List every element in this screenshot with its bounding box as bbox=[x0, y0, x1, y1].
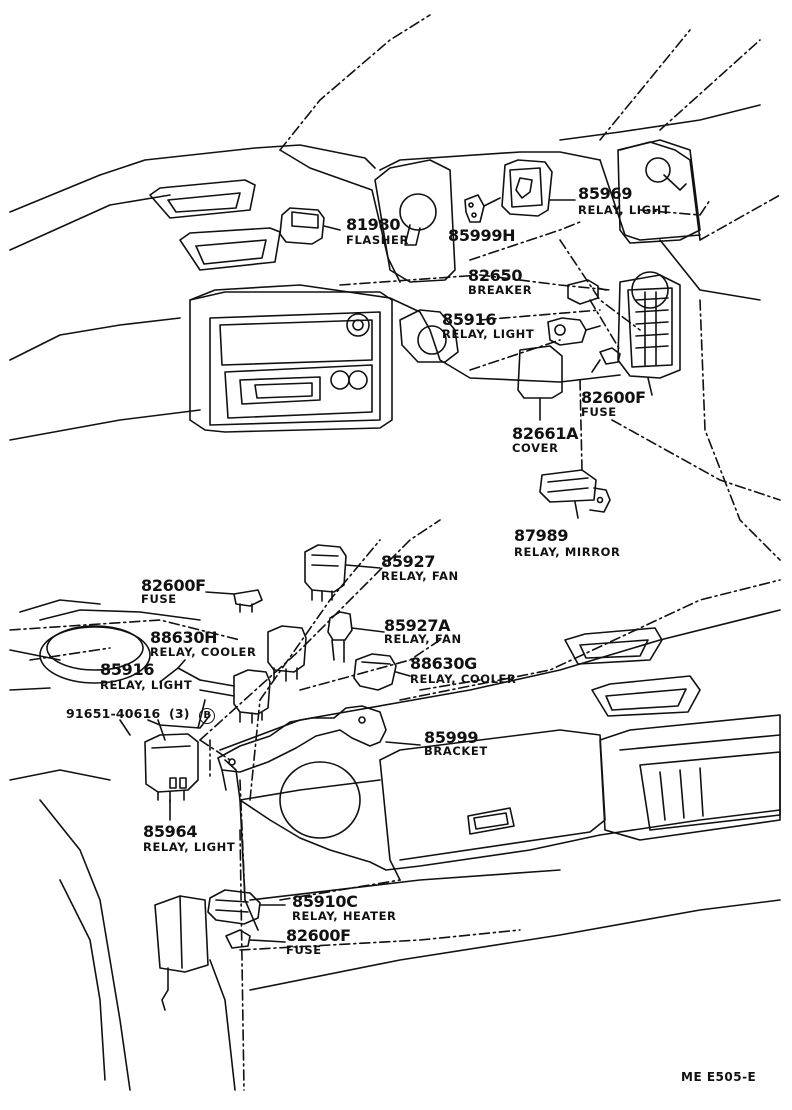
part-number-85969: 85969 bbox=[578, 184, 633, 203]
part-desc-88630g: RELAY, COOLER bbox=[410, 672, 517, 686]
part-desc-82661a: COVER bbox=[512, 441, 559, 455]
part-desc-88630h: RELAY, COOLER bbox=[150, 645, 257, 659]
part-desc-85969: RELAY, LIGHT bbox=[578, 203, 671, 217]
relay-85969 bbox=[501, 159, 576, 217]
relay-85916-upper bbox=[547, 317, 601, 346]
part-number-82661a: 82661A bbox=[512, 424, 579, 443]
left-side-relay-box bbox=[154, 895, 209, 1011]
part-desc-85927a: RELAY, FAN bbox=[384, 632, 462, 646]
diagram-code: ME E505-E bbox=[681, 1070, 757, 1084]
part-number-82650: 82650 bbox=[468, 266, 523, 285]
part-number-82600f-upper: 82600F bbox=[581, 388, 646, 407]
part-desc-85916-upper: RELAY, LIGHT bbox=[442, 327, 535, 341]
column-centerlines-lower bbox=[9, 519, 781, 1091]
relay-85910c bbox=[207, 889, 286, 925]
part-number-85964: 85964 bbox=[143, 822, 198, 841]
relay-85927 bbox=[304, 544, 381, 602]
left-gauge-lower bbox=[19, 599, 151, 684]
relay-88630g bbox=[353, 653, 411, 691]
radio-panel bbox=[189, 291, 393, 433]
part-desc-85999: BRACKET bbox=[424, 744, 488, 758]
part-number-88630h: 88630H bbox=[150, 628, 218, 647]
column-centerlines-upper bbox=[279, 14, 781, 561]
part-number-82600f-lower-left: 82600F bbox=[141, 576, 206, 595]
part-qty-91651-40616: (3) bbox=[168, 706, 190, 721]
fuse-block-upper bbox=[617, 271, 681, 396]
cover-82661a bbox=[517, 345, 563, 421]
part-number-87989: 87989 bbox=[514, 526, 569, 545]
part-desc-85964: RELAY, LIGHT bbox=[143, 840, 236, 854]
relay-88630h bbox=[267, 625, 307, 682]
bracket-85999h bbox=[464, 194, 501, 223]
relay-85916-lower bbox=[199, 669, 271, 724]
part-number-85910c: 85910C bbox=[292, 892, 358, 911]
part-desc-85910c: RELAY, HEATER bbox=[292, 909, 397, 923]
part-desc-82600f-upper: FUSE bbox=[581, 405, 617, 419]
part-number-82600f-lower: 82600F bbox=[286, 926, 351, 945]
part-number-85916-lower: 85916 bbox=[100, 660, 155, 679]
part-number-85999: 85999 bbox=[424, 728, 479, 747]
fuse-82600f-lower-left bbox=[205, 589, 263, 613]
part-desc-82600f-lower-left: FUSE bbox=[141, 592, 177, 606]
part-desc-82600f-lower: FUSE bbox=[286, 943, 322, 957]
part-number-85999h: 85999H bbox=[448, 226, 516, 245]
part-desc-85927: RELAY, FAN bbox=[381, 569, 459, 583]
glove-box bbox=[239, 729, 606, 861]
air-vents-lower bbox=[564, 627, 781, 841]
right-panel-upper bbox=[617, 139, 701, 244]
fuse-82600f-lower bbox=[225, 929, 286, 949]
part-desc-85916-lower: RELAY, LIGHT bbox=[100, 678, 193, 692]
air-vents-upper bbox=[149, 179, 281, 271]
relay-mirror-87989 bbox=[539, 469, 611, 519]
part-number-88630g: 88630G bbox=[410, 654, 477, 673]
relay-85964 bbox=[144, 733, 199, 821]
part-desc-82650: BREAKER bbox=[468, 283, 533, 297]
part-number-85927a: 85927A bbox=[384, 616, 451, 635]
breaker-82650 bbox=[567, 279, 607, 305]
part-desc-81980: FLASHER bbox=[346, 233, 409, 247]
fuse-82600f-upper bbox=[591, 347, 621, 373]
reference-marker-b: B bbox=[199, 708, 216, 724]
part-number-91651-40616-text: 91651-40616 bbox=[66, 706, 161, 721]
part-desc-87989: RELAY, MIRROR bbox=[514, 545, 621, 559]
steering-column-cover bbox=[374, 159, 459, 363]
part-number-81980: 81980 bbox=[346, 215, 401, 234]
part-number-85927: 85927 bbox=[381, 552, 436, 571]
part-number-91651-40616: 91651-40616 (3) B bbox=[66, 706, 216, 724]
part-number-85916-upper: 85916 bbox=[442, 310, 497, 329]
relay-85927a bbox=[327, 611, 385, 663]
bracket-85999 bbox=[217, 705, 421, 791]
flasher-81980 bbox=[279, 207, 341, 245]
